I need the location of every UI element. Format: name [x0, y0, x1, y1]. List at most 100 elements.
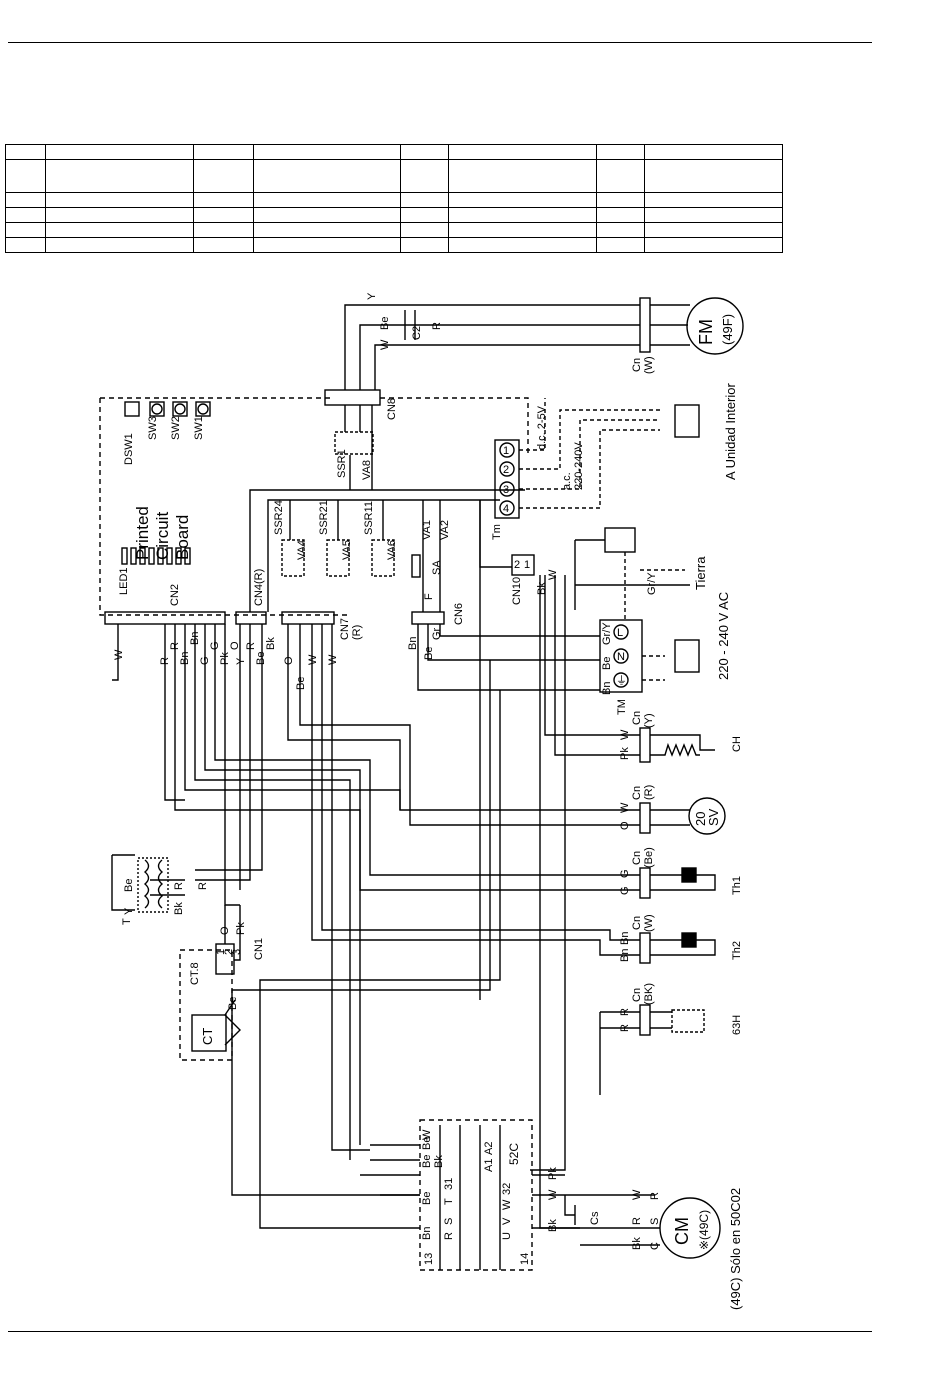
power-term-n: N	[617, 651, 625, 663]
legend-cell	[252, 159, 402, 193]
power-term-l: L	[617, 627, 623, 639]
fm-label: FM	[696, 319, 716, 345]
sv-coil	[688, 797, 726, 835]
power-term-e: ⏚	[616, 674, 627, 687]
cn2-wire-bn2: Bn	[189, 632, 201, 645]
contactor-label: 52C	[507, 1143, 521, 1165]
legend-row	[5, 144, 783, 160]
legend-cell	[400, 159, 450, 193]
ct-wire-be: Be	[227, 997, 239, 1010]
contactor-14: 14	[519, 1253, 531, 1265]
legend-cell	[192, 159, 254, 193]
contactor-wire-bn: Bn	[421, 1227, 433, 1240]
dsw1-switch	[124, 401, 140, 417]
contactor-rwire-w: W	[547, 1189, 559, 1200]
cn7-wire-be: Be	[295, 677, 307, 690]
contactor-a1: A1	[483, 1159, 495, 1172]
cn7-wire-w2: W	[327, 654, 339, 665]
va6-label: VA6	[386, 540, 398, 560]
cn4-label: CN4(R)	[253, 569, 265, 606]
th1-sensor	[681, 867, 697, 883]
compressor-term-r: R	[649, 1192, 661, 1200]
compressor-cap-label: Cs	[589, 1211, 601, 1225]
fm-code: (49F)	[720, 314, 735, 345]
led1-label: LED1	[118, 567, 130, 595]
cn2-wire-w: W	[113, 649, 125, 660]
contactor-wire-bk: Bk	[433, 1155, 445, 1168]
legend-cell	[596, 159, 646, 193]
legend-cell	[400, 237, 450, 253]
cn1-pin-2: 2	[223, 949, 235, 955]
ch-wire-pk: Pk	[619, 747, 631, 760]
cn8-label: CN8	[386, 398, 398, 420]
legend-row	[5, 159, 783, 193]
cn1-wire-o: O	[219, 926, 231, 935]
transformer-wire-r: R	[173, 882, 185, 890]
va5-label: VA5	[341, 540, 353, 560]
indoor-unit-plug	[674, 404, 700, 438]
transformer-wire-y: Y	[123, 907, 135, 915]
ac-label: a.c.	[561, 472, 573, 490]
cn4-wire-be: Be	[255, 652, 267, 665]
compressor-label: CM	[672, 1217, 692, 1245]
compressor-wire-r: R	[631, 1217, 643, 1225]
contactor-wire-be3: Be	[421, 1137, 433, 1150]
compressor-note: (49C) Sólo en 50C02	[728, 1188, 743, 1310]
th1-cn-color: (Be)	[643, 847, 655, 868]
tm-term-3: 3	[503, 484, 509, 496]
cn7-sub-label: (R)	[351, 625, 363, 640]
cn10-pin-1: 1	[524, 559, 530, 571]
sv-wire-w: W	[619, 802, 631, 813]
legend-cell	[644, 237, 783, 253]
bottom-rule	[8, 1331, 872, 1332]
sv-connector	[639, 802, 651, 834]
legend-cell	[44, 159, 194, 193]
cn2-wire-g1: G	[199, 656, 211, 665]
ssr24-block	[281, 539, 305, 577]
cn2-wire-r2: R	[169, 642, 181, 650]
legend-row	[5, 207, 783, 223]
power-wire-gry: Gr/Y	[601, 622, 613, 645]
hp-connector	[639, 1004, 651, 1036]
contactor-a2: A2	[483, 1142, 495, 1155]
legend-cell	[644, 159, 783, 193]
contactor-wire-be1: Be	[421, 1192, 433, 1205]
cn4-wire-y: Y	[235, 657, 247, 665]
cn10-label: CN10	[511, 577, 523, 605]
hp-wire-r1: R	[619, 1024, 631, 1032]
fm-wire-r: R	[431, 322, 443, 330]
compressor-code: ※(49C)	[697, 1210, 711, 1250]
va1-label: VA1	[421, 520, 433, 540]
power-label: 220 - 240 V AC	[716, 592, 731, 680]
fm-cn-color: (W)	[643, 356, 655, 374]
fuse-f	[411, 554, 421, 578]
compressor-wire-bk: Bk	[631, 1237, 643, 1250]
legend-cell	[192, 237, 254, 253]
cn7-wire-o: O	[283, 656, 295, 665]
contactor-13: 13	[423, 1253, 435, 1265]
top-rule	[8, 42, 872, 43]
board-label-line3: Board	[173, 515, 192, 560]
contactor-v: V	[501, 1217, 513, 1225]
cn1-label: CN1	[253, 938, 265, 960]
ch-cn-color: (Y)	[643, 713, 655, 728]
sv-cn-label: Cn	[631, 786, 643, 800]
sw2-switch	[172, 401, 188, 417]
cn2-wire-o: O	[229, 641, 241, 650]
th2-cn-color: (W)	[643, 914, 655, 932]
fm-wire-w: W	[379, 339, 391, 350]
fuse-label: F	[423, 593, 435, 600]
fm-wire-be: Be	[379, 317, 391, 330]
th2-cn-label: Cn	[631, 916, 643, 930]
ssr1-label: SSR1	[336, 449, 348, 478]
ch-wire-w: W	[619, 729, 631, 740]
fm-wire-y: Y	[366, 292, 378, 300]
th1-label: Th1	[731, 876, 743, 895]
tm-main-label: TM	[616, 699, 628, 715]
dsw1-label: DSW1	[123, 433, 135, 465]
th2-wire-bn1: Bn	[619, 949, 631, 962]
board-label-line1: Printed	[133, 506, 152, 560]
transformer-wire-bk: Bk	[173, 902, 185, 915]
legend-row	[5, 237, 783, 253]
